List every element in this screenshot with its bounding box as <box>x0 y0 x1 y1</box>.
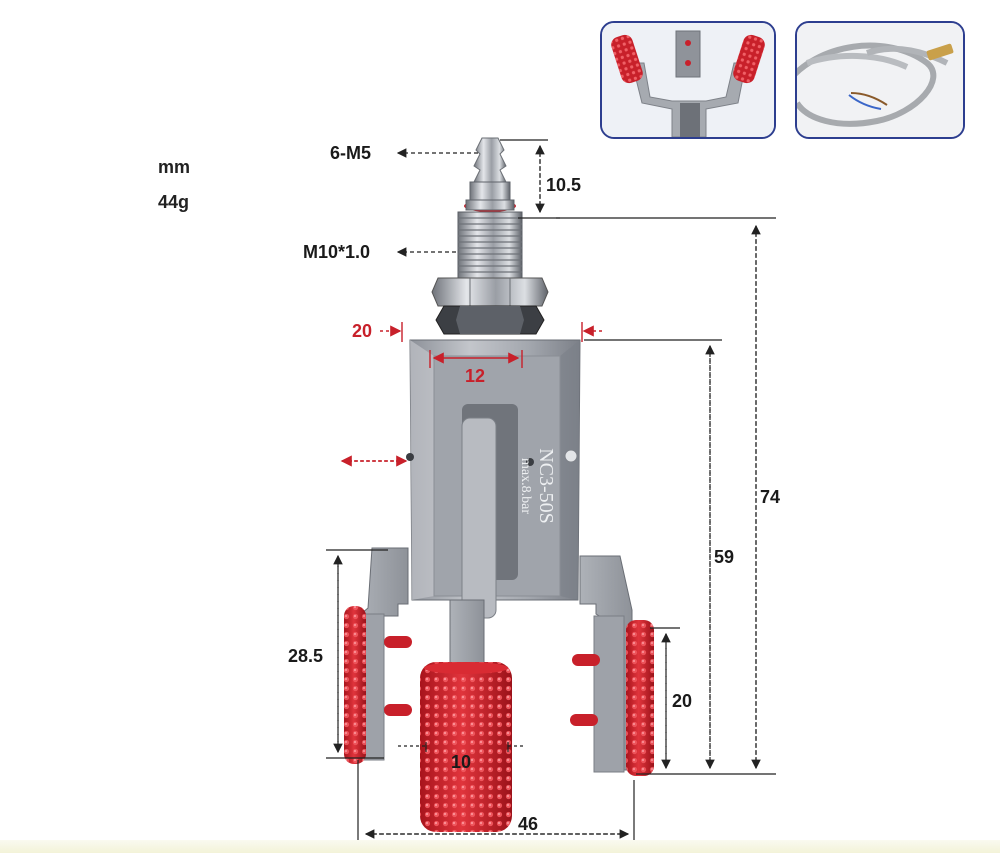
gripper-body <box>406 339 581 619</box>
thread-callout: M10*1.0 <box>303 242 371 262</box>
red-dimension-lines <box>340 322 602 467</box>
finger-pad-height-label: 20 <box>672 691 693 711</box>
top-width-label: 12 <box>465 366 486 386</box>
pad-right <box>626 620 654 776</box>
mounting-pins <box>384 636 600 726</box>
body-height-label: 59 <box>714 547 735 567</box>
bottom-edge-shading <box>0 840 1000 853</box>
gripper-thumbnail-drawing <box>602 23 774 137</box>
model-engraving: NC3-50S <box>535 448 557 524</box>
thumbnail-gripper-view <box>600 21 776 139</box>
jaw-span-label: 46 <box>518 814 539 834</box>
hex-nuts <box>431 277 549 335</box>
thumbnail-sensor-cable <box>795 21 965 139</box>
cable-thumbnail-drawing <box>797 23 963 137</box>
pad-left <box>344 606 366 764</box>
center-jaw <box>449 599 485 671</box>
hose-barb-fitting <box>464 137 516 212</box>
unit-label: mm <box>158 157 191 177</box>
dimension-lines <box>326 139 776 842</box>
side-finger-height-label: 28.5 <box>288 646 324 666</box>
pad-center <box>420 662 512 832</box>
body-width-label: 20 <box>352 321 373 341</box>
side-jaw-right <box>579 555 633 773</box>
total-height-label: 74 <box>760 487 781 507</box>
port-callout: 6-M5 <box>330 143 372 163</box>
threaded-stem <box>457 211 523 279</box>
weight-label: 44g <box>158 192 190 212</box>
fitting-height-label: 10.5 <box>546 175 582 195</box>
center-pad-width-label: 10 <box>451 752 472 772</box>
engraving: NC3-50S max.8.bar <box>518 448 557 524</box>
pressure-engraving: max.8.bar <box>518 458 533 514</box>
